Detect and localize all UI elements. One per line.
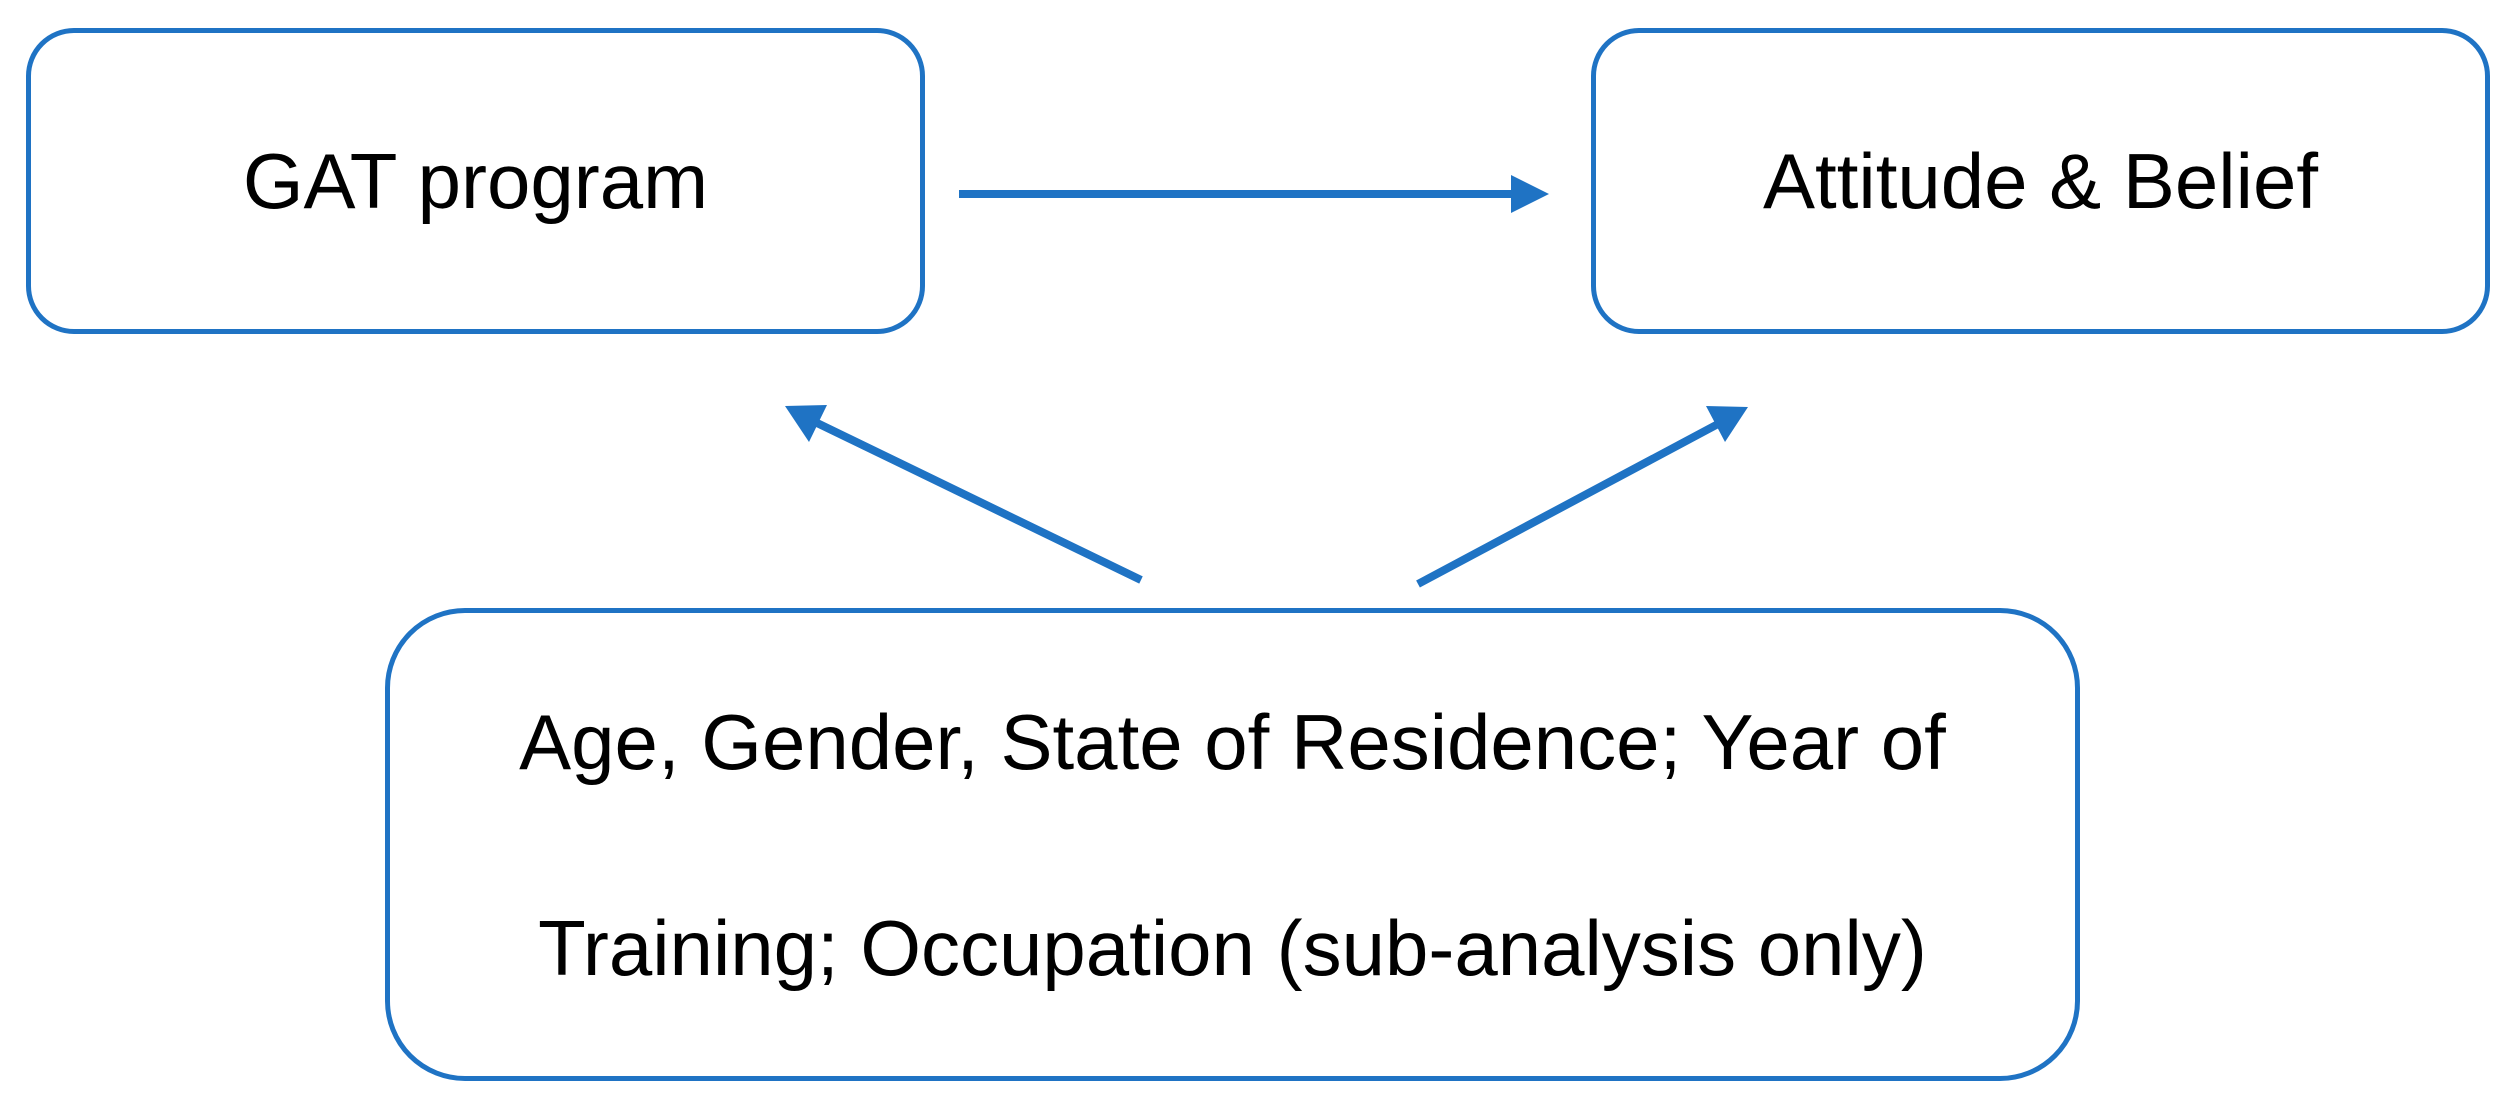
attitude-belief-box: Attitude & Belief (1591, 28, 2490, 334)
gat-program-box: GAT program (26, 28, 925, 334)
covariates-box: Age, Gender, State of Residence; Year of… (385, 608, 2080, 1081)
covariates-label-line-1: Age, Gender, State of Residence; Year of (519, 697, 1946, 786)
arrow-covariates-to-attitude (1416, 406, 1748, 588)
gat-program-label: GAT program (242, 137, 709, 225)
arrow-gat-to-attitude (959, 175, 1549, 213)
arrow-covariates-to-gat (785, 405, 1143, 584)
covariates-label-line-2: Training; Occupation (sub-analysis only) (538, 903, 1927, 992)
attitude-belief-label: Attitude & Belief (1763, 137, 2318, 225)
